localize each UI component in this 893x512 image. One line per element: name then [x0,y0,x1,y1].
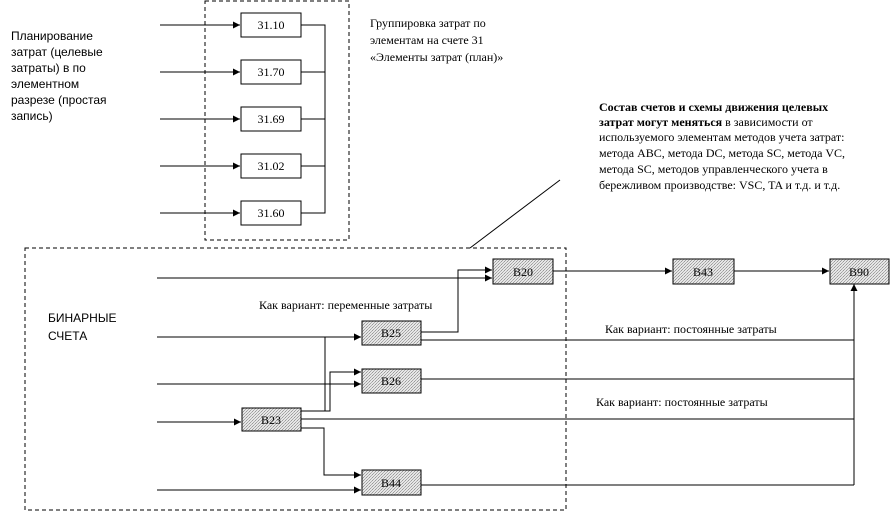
account-31-69: 31.69 [240,106,302,132]
account-label: B90 [849,265,869,279]
account-b25: B25 [361,320,422,346]
account-box [240,12,302,38]
grouping-note-line: элементам на счете 31 [370,33,484,47]
account-b20: B20 [492,258,554,285]
account-box [241,407,302,432]
composition-note-line: в зависимости от [722,115,813,129]
account-label: B44 [381,476,401,490]
b23-to-b26-arrow [301,368,361,412]
plan-caption-line: затраты) в по [11,61,86,75]
grouping-note-line: «Элементы затрат (план)» [370,50,503,64]
plan-caption: Планирование затрат (целевые затраты) в … [11,29,110,123]
b23-to-b25-arrow [301,333,361,412]
plan-block-frame [204,0,350,241]
account-label: 31.60 [258,206,285,220]
account-b43: B43 [672,258,735,285]
composition-note-line: используемого элементам методов учета за… [599,130,845,144]
plan-output-bracket [301,24,326,214]
account-box [492,258,554,285]
account-label: 31.69 [258,112,285,126]
composition-note-line: бережливом производстве: VSC, TA и т.д. … [599,178,840,192]
account-box [361,368,422,394]
account-label: B20 [513,265,533,279]
account-label: B25 [381,326,401,340]
account-31-02: 31.02 [240,153,302,179]
variant-variable-label: Как вариант: переменные затраты [259,298,432,312]
variant-fixed-label-1: Как вариант: постоянные затраты [605,322,777,336]
account-b44: B44 [361,469,422,496]
account-31-60: 31.60 [240,200,302,226]
composition-note-bold: Состав счетов и схемы движения целевых [599,100,828,114]
account-b23: B23 [241,407,302,432]
account-box [829,258,890,285]
account-box [240,153,302,179]
account-box [361,469,422,496]
b23-to-b44-arrow [301,427,361,479]
variant-fixed-label-2: Как вариант: постоянные затраты [596,395,768,409]
composition-note-bold: затрат могут меняться [599,115,723,129]
plan-block: Планирование затрат (целевые затраты) в … [11,0,350,241]
account-box [240,200,302,226]
account-label: 31.02 [258,159,285,173]
grouping-note-line: Группировка затрат по [370,16,486,30]
account-label: B26 [381,374,401,388]
note-pointer-line [469,179,561,249]
account-31-10: 31.10 [240,12,302,38]
plan-caption-line: затрат (целевые [11,45,103,59]
composition-note-line: метода ABC, метода DC, метода SC, метода… [599,146,845,160]
plan-caption-line: Планирование [11,29,93,43]
account-label: 31.10 [258,18,285,32]
plan-caption-line: разрезе (простая [11,93,107,107]
account-label: B43 [693,265,713,279]
binary-block: БИНАРНЫЕ СЧЕТА Как вариант: переменные з… [24,247,567,511]
b25-to-b20-arrow [421,266,492,333]
account-box [361,320,422,346]
composition-note: Состав счетов и схемы движения целевых з… [599,100,848,192]
binary-label-line: СЧЕТА [48,329,87,343]
account-label: B23 [261,413,281,427]
grouping-note: Группировка затрат по элементам на счете… [370,16,503,64]
account-b90: B90 [829,258,890,285]
binary-label-line: БИНАРНЫЕ [48,311,116,325]
plan-caption-line: элементном [11,77,79,91]
composition-note-line: метода SC, методов управленческого учета… [599,162,828,176]
account-b26: B26 [361,368,422,394]
account-label: 31.70 [258,65,285,79]
account-31-70: 31.70 [240,59,302,85]
binary-label: БИНАРНЫЕ СЧЕТА [48,311,120,343]
account-box [672,258,735,285]
plan-caption-line: запись) [11,109,53,123]
